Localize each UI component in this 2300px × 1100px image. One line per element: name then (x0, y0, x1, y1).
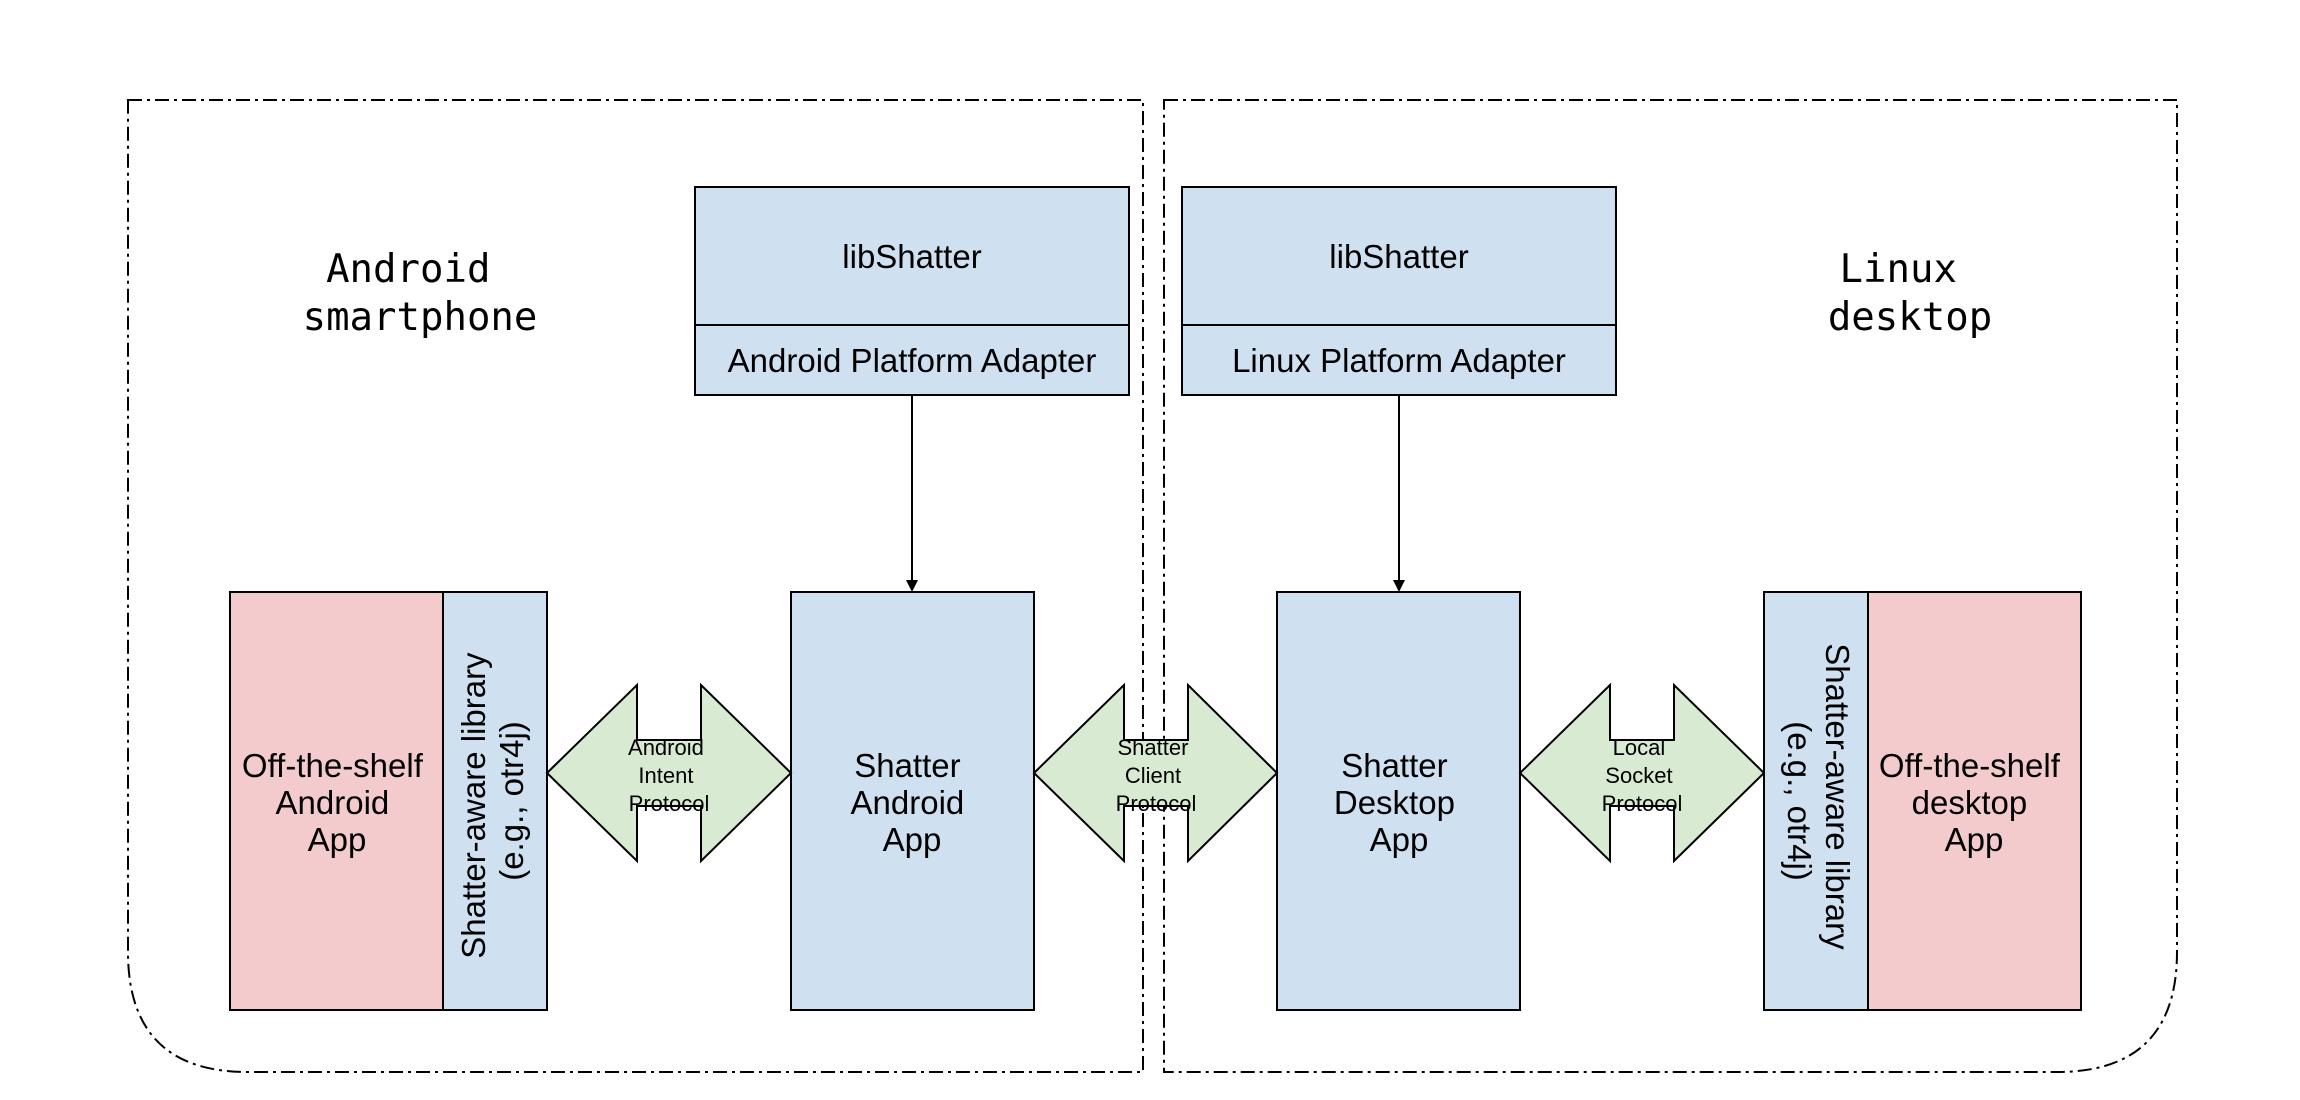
local-socket-protocol-label: Local Socket Protocol (1602, 735, 1683, 816)
android-platform-adapter-label: Android Platform Adapter (728, 342, 1097, 379)
linux-region-title: Linux desktop (1828, 247, 1992, 340)
shatter-desktop-app-box (1276, 591, 1521, 1011)
linux-offshelf-app-box (1867, 591, 2082, 1011)
android-offshelf-app-box (229, 591, 444, 1011)
linux-offshelf-app-label: Off-the-shelf desktop App (1879, 747, 2069, 858)
shatter-desktop-app-label: Shatter Desktop App (1334, 747, 1464, 858)
shatter-client-protocol-label: Shatter Client Protocol (1116, 735, 1197, 816)
android-offshelf-app-label: Off-the-shelf Android App (242, 747, 432, 858)
android-region (127, 99, 1144, 1073)
android-intent-protocol-label: Android Intent Protocol (628, 735, 710, 816)
linux-shatter-aware-library-label: Shatter-aware library (e.g., otr4j) (1781, 643, 1856, 958)
android-region-title: Android smartphone (303, 247, 538, 340)
android-shatter-aware-library-label: Shatter-aware library (e.g., otr4j) (455, 643, 530, 958)
android-intent-protocol-arrow (545, 682, 793, 864)
linux-libshatter-label: libShatter (1329, 238, 1468, 275)
shatter-android-app-label: Shatter Android App (851, 747, 974, 858)
shatter-android-app-box (790, 591, 1035, 1011)
android-libshatter-stack: libShatter Android Platform Adapter (694, 186, 1130, 396)
linux-libshatter-stack: libShatter Linux Platform Adapter (1181, 186, 1617, 396)
shatter-client-protocol-arrow (1032, 682, 1279, 864)
local-socket-protocol-arrow (1518, 682, 1766, 864)
linux-libshatter-box (1181, 186, 1617, 396)
android-libshatter-label: libShatter (842, 238, 981, 275)
linux-platform-adapter-label: Linux Platform Adapter (1232, 342, 1566, 379)
android-shatter-aware-library-box (442, 591, 548, 1011)
linux-region (1163, 99, 2178, 1073)
